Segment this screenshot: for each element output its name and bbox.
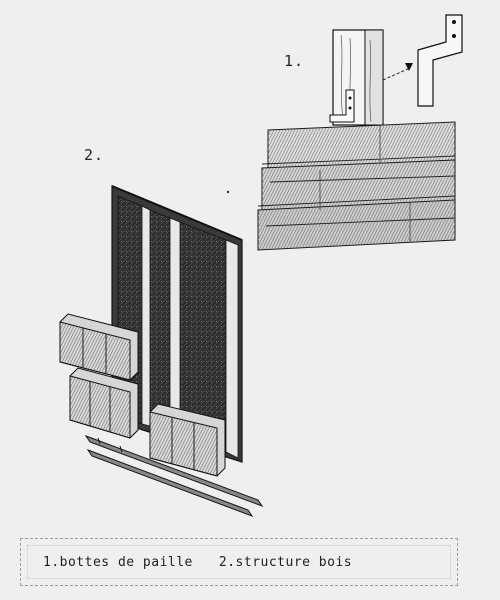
bales-lower	[69, 367, 139, 439]
legend-item-1: 1.bottes de paille	[43, 554, 193, 570]
bracket-detached	[417, 14, 463, 107]
arrow	[382, 63, 413, 81]
bale-stack	[257, 121, 456, 251]
base-rails	[84, 434, 264, 518]
bracket-mounted	[329, 89, 355, 123]
bales-base	[149, 403, 226, 477]
legend-box: 1.bottes de paille 2.structure bois	[20, 538, 458, 586]
legend-inner-border	[27, 545, 451, 579]
figure-straw-bales	[226, 14, 463, 251]
label-figure-2: 2.	[84, 146, 105, 164]
figure-timber-structure	[59, 185, 264, 518]
label-figure-1: 1.	[284, 52, 305, 70]
legend-item-2: 2.structure bois	[218, 554, 353, 570]
bales-upper	[59, 313, 139, 381]
timber-post	[332, 29, 384, 126]
